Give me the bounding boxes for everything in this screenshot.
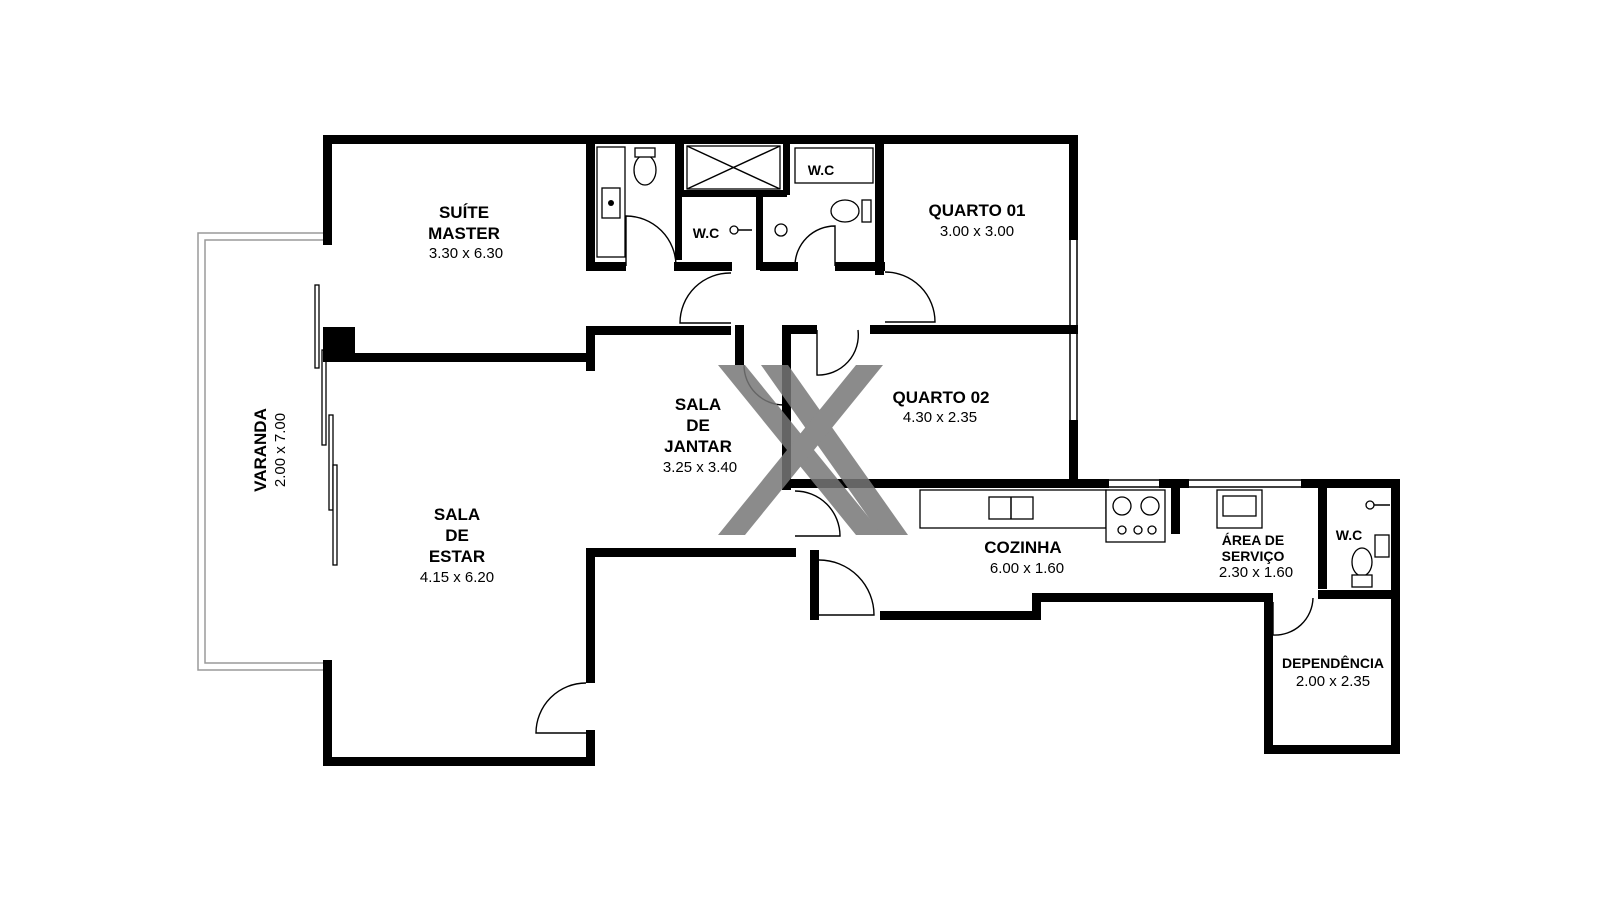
room-name: W.C xyxy=(808,162,834,178)
room-wc-middle: W.C xyxy=(693,225,719,241)
watermark-x-icon xyxy=(718,365,908,535)
room-name: ÁREA DE xyxy=(1222,532,1285,548)
balcony-railing xyxy=(197,232,323,671)
room-name: MASTER xyxy=(428,224,500,243)
room-name: JANTAR xyxy=(664,437,732,456)
room-name: SERVIÇO xyxy=(1222,548,1285,564)
room-dimensions: 3.25 x 3.40 xyxy=(663,459,737,476)
room-cozinha: COZINHA 6.00 x 1.60 xyxy=(984,538,1064,577)
room-dimensions: 3.00 x 3.00 xyxy=(940,223,1014,240)
room-dimensions: 4.15 x 6.20 xyxy=(420,569,494,586)
room-sala-estar: SALA DE ESTAR 4.15 x 6.20 xyxy=(420,505,494,586)
room-quarto01: QUARTO 01 3.00 x 3.00 xyxy=(929,201,1026,240)
room-name: QUARTO 01 xyxy=(929,201,1026,220)
room-suite-master: SUÍTE MASTER 3.30 x 6.30 xyxy=(428,203,503,262)
room-name: SALA xyxy=(675,395,721,414)
room-name: SUÍTE xyxy=(439,203,489,222)
room-quarto02: QUARTO 02 4.30 x 2.35 xyxy=(893,388,990,426)
room-wc-service: W.C xyxy=(1336,527,1362,543)
room-sala-jantar: SALA DE JANTAR 3.25 x 3.40 xyxy=(663,395,737,476)
doors xyxy=(535,215,1314,734)
room-dimensions: 2.00 x 2.35 xyxy=(1296,673,1370,690)
window-kitchen xyxy=(1109,479,1301,488)
sliding-doors xyxy=(314,284,338,566)
room-varanda: VARANDA 2.00 x 7.00 xyxy=(251,408,289,492)
window-quarto01 xyxy=(1069,240,1078,420)
room-dependencia: DEPENDÊNCIA 2.00 x 2.35 xyxy=(1282,654,1384,690)
room-dimensions: 2.30 x 1.60 xyxy=(1219,564,1293,581)
room-dimensions: 4.30 x 2.35 xyxy=(903,409,977,426)
room-name: VARANDA xyxy=(251,408,270,492)
room-name: ESTAR xyxy=(429,547,485,566)
room-name: DE xyxy=(686,416,710,435)
room-name: COZINHA xyxy=(984,538,1061,557)
room-name: SALA xyxy=(434,505,480,524)
room-name: DE xyxy=(445,526,469,545)
room-name: QUARTO 02 xyxy=(893,388,990,407)
walls xyxy=(323,135,1400,766)
room-dimensions: 2.00 x 7.00 xyxy=(272,413,289,487)
room-name: DEPENDÊNCIA xyxy=(1282,654,1384,671)
room-dimensions: 3.30 x 6.30 xyxy=(429,245,503,262)
room-dimensions: 6.00 x 1.60 xyxy=(990,560,1064,577)
room-wc-upper: W.C xyxy=(808,162,834,178)
room-name: W.C xyxy=(1336,527,1362,543)
fixtures xyxy=(596,145,1390,588)
room-name: W.C xyxy=(693,225,719,241)
room-area-servico: ÁREA DE SERVIÇO 2.30 x 1.60 xyxy=(1219,532,1293,581)
